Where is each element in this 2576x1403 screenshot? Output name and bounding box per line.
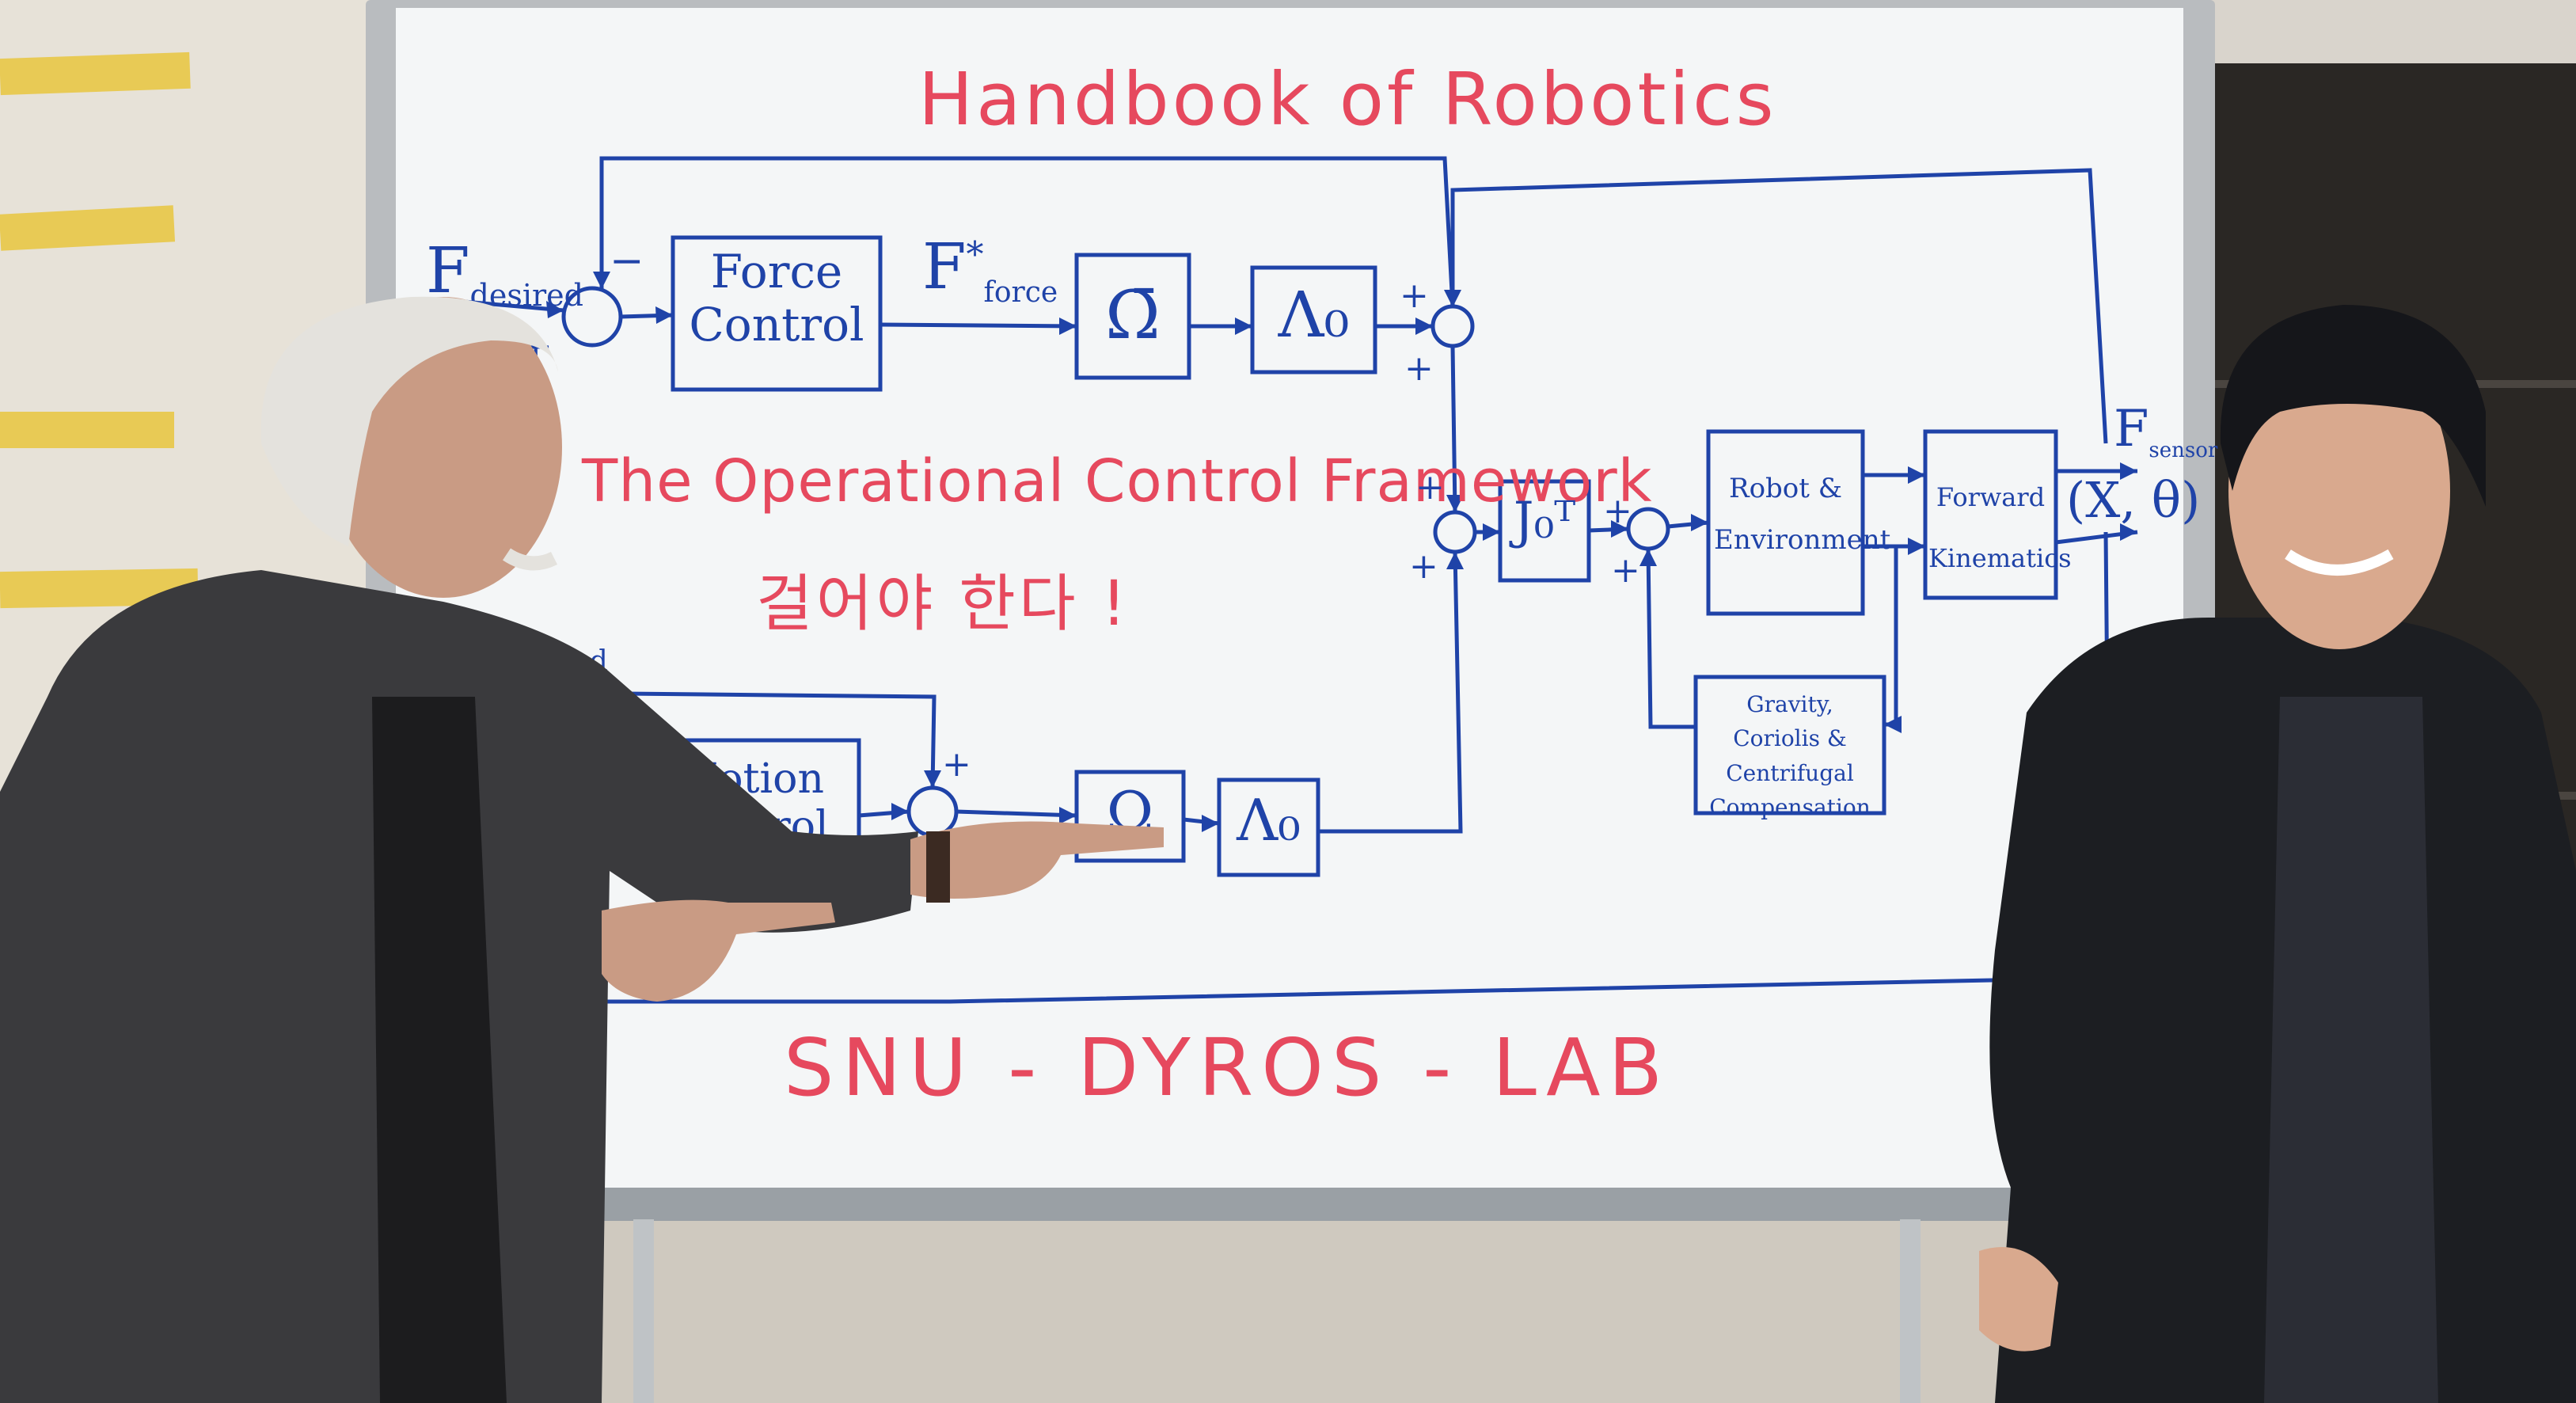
tape-strip [0, 412, 174, 448]
whiteboard-tray [570, 1188, 2058, 1221]
gravity-comp-block [1693, 675, 1886, 816]
forward-kin-block [1923, 429, 2058, 600]
lambda-top-label: Λ₀ [1278, 278, 1350, 352]
plus-sign: + [1415, 467, 1445, 508]
lambda-top-block [1250, 265, 1377, 375]
force-control-block [671, 235, 883, 392]
lambda-bottom-block [1217, 778, 1320, 877]
gravity-comp-label: Gravity, Coriolis & Centrifugal Compensa… [1709, 691, 1871, 821]
person-right [1979, 305, 2576, 1403]
force-control-label: Force Control [689, 245, 864, 352]
forward-kin-label: Forward Kinematics [1928, 482, 2072, 573]
omega-top-block [1074, 253, 1191, 380]
plus-sign: + [1603, 491, 1632, 531]
board-footer: SNU - DYROS - LAB [784, 1021, 1671, 1114]
board-subtitle: The Operational Control Framework [582, 447, 1653, 515]
plus-sign: + [942, 744, 971, 785]
minus-sign: − [610, 238, 644, 285]
omega-top-label: Ω̄ [1105, 276, 1161, 354]
plus-sign: + [1400, 276, 1429, 316]
stand-leg [1900, 1219, 1921, 1403]
plus-sign: + [1404, 348, 1434, 389]
korean-note: 걸어야 한다 ! [756, 568, 1130, 640]
board-title: Handbook of Robotics [918, 57, 1777, 142]
plus-sign: + [1409, 546, 1438, 587]
lambda-bottom-label: Λ₀ [1237, 787, 1301, 854]
state-label: (X, θ) [2066, 471, 2201, 529]
jacobian-label: J₀ᵀ [1513, 492, 1576, 550]
stand-leg [633, 1219, 654, 1403]
sensor-label: Fsensor [2114, 400, 2218, 462]
omega-bottom-block [1074, 770, 1186, 863]
presenter-left [0, 296, 1164, 1403]
plus-sign: + [1611, 550, 1640, 591]
force-star-label: F*force [922, 230, 1058, 309]
whiteboard-surface [396, 8, 2183, 1196]
